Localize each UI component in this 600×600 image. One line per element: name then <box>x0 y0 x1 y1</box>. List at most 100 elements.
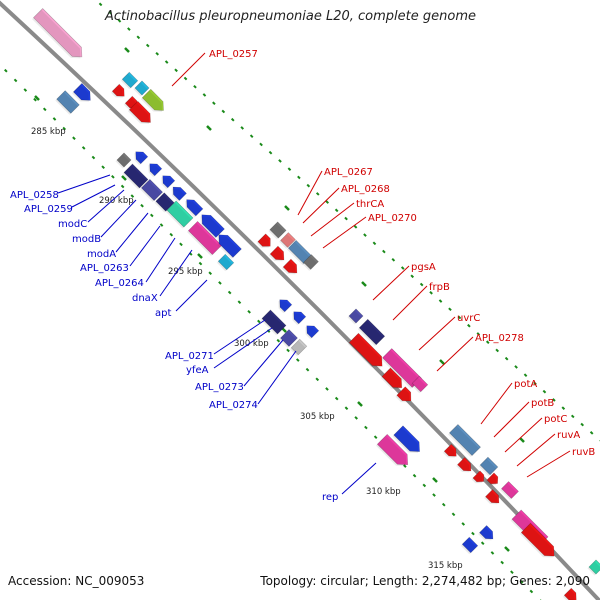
gene-label-apl_0270[interactable]: APL_0270 <box>368 213 417 224</box>
gene-label-potb[interactable]: potB <box>531 398 554 409</box>
gene-feature[interactable] <box>381 348 422 389</box>
gene-feature[interactable] <box>395 386 415 407</box>
gene-feature[interactable] <box>32 8 86 62</box>
gene-feature[interactable] <box>182 196 204 218</box>
gene-feature[interactable] <box>519 522 559 562</box>
gene-feature[interactable] <box>357 318 386 347</box>
gene-label-modc[interactable]: modC <box>58 219 87 230</box>
gene-label-frpb[interactable]: frpB <box>429 282 450 293</box>
scale-tick <box>179 242 183 247</box>
gene-feature[interactable] <box>286 239 313 266</box>
gene-feature[interactable] <box>279 232 296 249</box>
gene-feature[interactable] <box>55 90 80 115</box>
gene-label-apl_0263[interactable]: APL_0263 <box>80 263 129 274</box>
gene-label-rep[interactable]: rep <box>322 492 338 503</box>
kbp-label: 290 kbp <box>99 196 134 206</box>
gene-feature[interactable] <box>478 456 499 477</box>
scale-tick <box>451 512 456 517</box>
gene-label-thrca[interactable]: thrCA <box>356 199 384 210</box>
gene-feature[interactable] <box>122 163 149 190</box>
gene-feature[interactable] <box>213 231 242 259</box>
gene-feature[interactable] <box>375 433 413 471</box>
gene-feature[interactable] <box>562 587 580 600</box>
gene-feature[interactable] <box>260 309 287 336</box>
gene-label-apl_0273[interactable]: APL_0273 <box>195 382 244 393</box>
gene-feature[interactable] <box>120 71 139 90</box>
gene-label-apl_0278[interactable]: APL_0278 <box>475 333 524 344</box>
gene-feature[interactable] <box>268 221 287 240</box>
gene-feature[interactable] <box>460 536 479 555</box>
gene-feature[interactable] <box>275 296 293 314</box>
gene-label-uvrc[interactable]: uvrC <box>457 313 480 324</box>
gene-feature[interactable] <box>127 100 155 128</box>
gene-feature[interactable] <box>196 211 225 239</box>
gene-label-apl_0274[interactable]: APL_0274 <box>209 400 258 411</box>
gene-feature[interactable] <box>302 254 319 271</box>
genes-value: 2,090 <box>555 574 590 588</box>
major-tick <box>34 95 40 101</box>
gene-feature[interactable] <box>471 470 488 487</box>
gene-label-apl_0268[interactable]: APL_0268 <box>341 184 390 195</box>
gene-label-pota[interactable]: potA <box>514 379 537 390</box>
label-leader-line <box>57 174 111 194</box>
gene-feature[interactable] <box>485 472 502 489</box>
gene-feature[interactable] <box>216 253 235 272</box>
scale-tick <box>448 307 452 312</box>
gene-feature[interactable] <box>347 308 364 325</box>
gene-label-apt[interactable]: apt <box>155 308 171 319</box>
gene-feature[interactable] <box>115 152 132 169</box>
gene-feature[interactable] <box>165 200 194 229</box>
label-leader-line <box>100 199 137 238</box>
gene-label-apl_0259[interactable]: APL_0259 <box>24 204 73 215</box>
gene-feature[interactable] <box>186 220 223 257</box>
gene-feature[interactable] <box>410 375 429 394</box>
gene-label-apl_0267[interactable]: APL_0267 <box>324 167 373 178</box>
scale-tick <box>315 377 320 382</box>
gene-label-potc[interactable]: potC <box>544 414 567 425</box>
gene-label-apl_0257[interactable]: APL_0257 <box>209 49 258 60</box>
gene-feature[interactable] <box>500 481 519 500</box>
gene-feature[interactable] <box>145 160 163 178</box>
gene-feature[interactable] <box>302 322 320 340</box>
gene-feature[interactable] <box>456 457 474 476</box>
gene-label-ruvb[interactable]: ruvB <box>572 447 595 458</box>
gene-label-apl_0271[interactable]: APL_0271 <box>165 351 214 362</box>
gene-feature[interactable] <box>281 258 301 278</box>
gene-feature[interactable] <box>289 308 307 326</box>
gene-label-apl_0258[interactable]: APL_0258 <box>10 190 59 201</box>
label-leader-line <box>159 249 193 297</box>
major-tick <box>284 205 290 211</box>
scale-tick <box>461 522 466 526</box>
scale-tick <box>278 159 282 163</box>
major-tick <box>361 281 367 287</box>
gene-feature[interactable] <box>139 178 164 203</box>
gene-feature[interactable] <box>110 83 128 101</box>
scale-tick <box>429 290 433 295</box>
gene-feature[interactable] <box>168 184 187 202</box>
gene-feature[interactable] <box>380 367 406 393</box>
gene-feature[interactable] <box>268 245 288 265</box>
gene-label-dnax[interactable]: dnaX <box>132 293 158 304</box>
gene-label-ruva[interactable]: ruvA <box>557 430 580 441</box>
scale-tick <box>500 560 504 565</box>
gene-feature[interactable] <box>478 525 496 544</box>
gene-label-pgsa[interactable]: pgsA <box>411 262 436 273</box>
gene-feature[interactable] <box>392 425 424 458</box>
gene-feature[interactable] <box>484 489 502 508</box>
gene-feature[interactable] <box>448 424 481 457</box>
gene-feature[interactable] <box>256 233 274 252</box>
gene-label-moda[interactable]: modA <box>87 249 116 260</box>
gene-label-yfea[interactable]: yfeA <box>186 365 209 376</box>
gene-feature[interactable] <box>154 192 175 213</box>
gene-feature[interactable] <box>289 338 308 357</box>
gene-feature[interactable] <box>158 172 176 190</box>
scale-tick <box>523 373 528 377</box>
gene-feature[interactable] <box>442 443 460 461</box>
scale-tick <box>295 358 300 362</box>
scale-tick <box>268 150 273 155</box>
gene-feature[interactable] <box>131 148 149 166</box>
gene-feature[interactable] <box>347 332 387 372</box>
gene-label-modb[interactable]: modB <box>72 234 101 245</box>
gene-feature[interactable] <box>140 88 168 116</box>
gene-label-apl_0264[interactable]: APL_0264 <box>95 278 144 289</box>
